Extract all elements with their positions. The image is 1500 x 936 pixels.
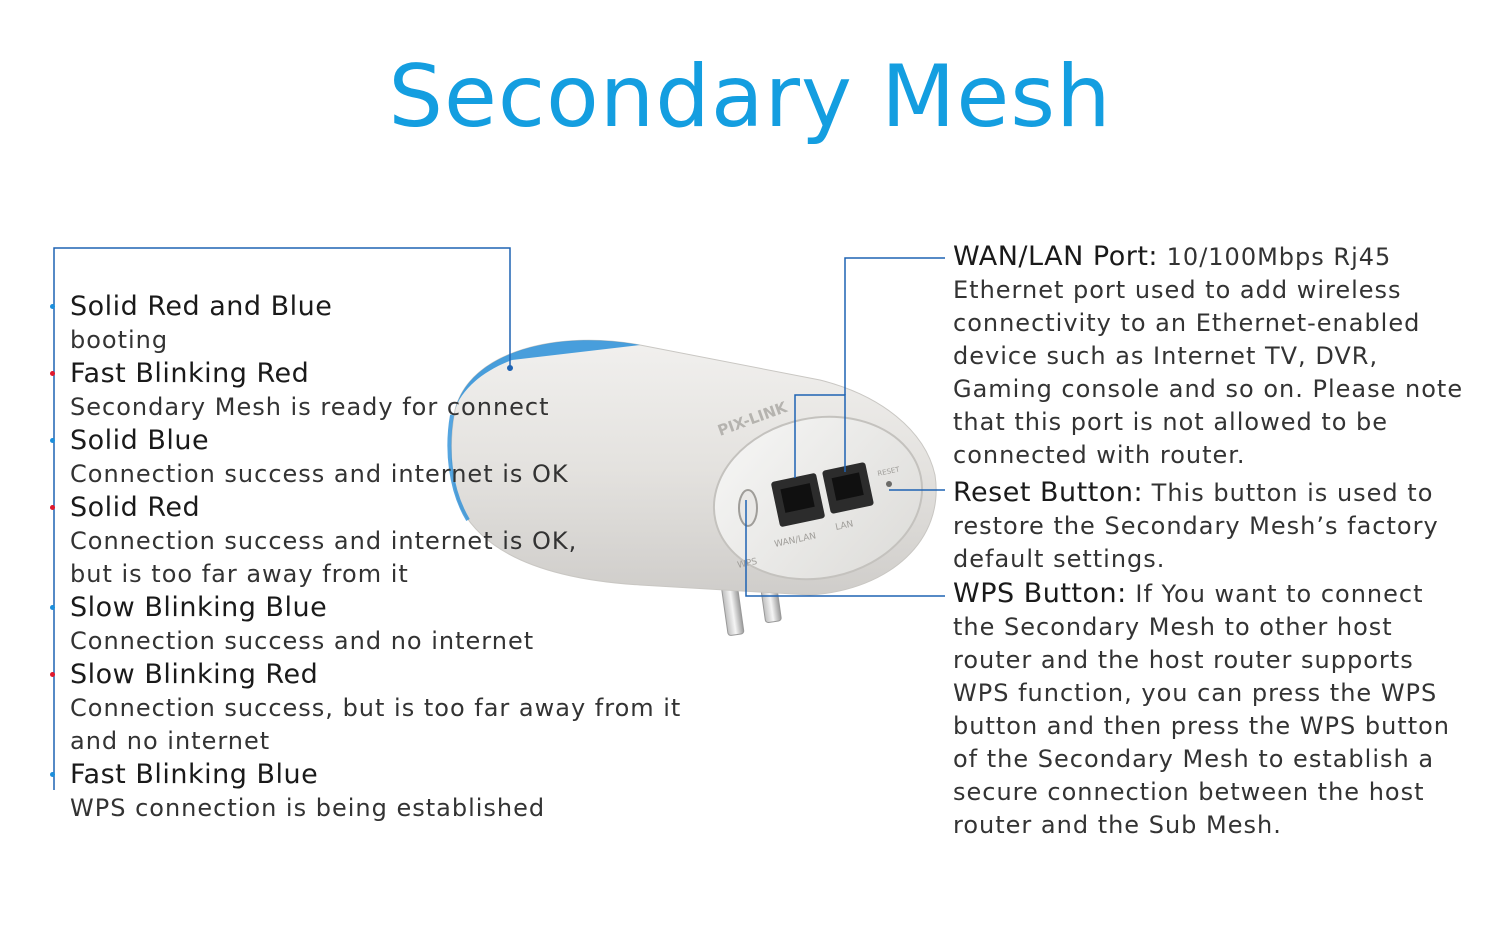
status-dot-icon	[50, 505, 55, 510]
status-dot-icon	[50, 672, 55, 677]
wps-button-icon	[738, 489, 758, 527]
wps-label: WPS	[737, 557, 759, 571]
wps-button-description: WPS Button: If You want to connect the S…	[953, 578, 1451, 839]
led-item: Solid Red Connection success and interne…	[50, 491, 710, 591]
status-dot-icon	[50, 605, 55, 610]
led-item: Solid Blue Connection success and intern…	[50, 424, 710, 491]
led-status-list: Solid Red and Blue booting Fast Blinking…	[50, 290, 710, 825]
status-dot-icon	[50, 371, 55, 376]
led-item: Slow Blinking Blue Connection success an…	[50, 591, 710, 658]
wan-lan-port-description: WAN/LAN Port: 10/100Mbps Rj45 Ethernet p…	[953, 241, 1464, 469]
led-item: Fast Blinking Blue WPS connection is bei…	[50, 758, 710, 825]
wan-lan-port-icon	[771, 473, 825, 527]
led-item: Slow Blinking Red Connection success, bu…	[50, 658, 710, 758]
page-title: Secondary Mesh	[388, 47, 1112, 147]
reset-hole-icon	[886, 481, 892, 487]
status-dot-icon	[50, 438, 55, 443]
led-item: Fast Blinking Red Secondary Mesh is read…	[50, 357, 710, 424]
lan-label: LAN	[835, 519, 855, 533]
status-dot-icon	[50, 304, 55, 309]
mesh-device-body: PIX-LINK WPS WAN/LAN LAN RESET	[447, 339, 937, 596]
callout-lines	[53, 247, 945, 790]
reset-button-description: Reset Button: This button is used to res…	[953, 477, 1439, 573]
lan-port-icon	[822, 462, 874, 514]
led-item: Solid Red and Blue booting	[50, 290, 710, 357]
status-dot-icon	[50, 772, 55, 777]
